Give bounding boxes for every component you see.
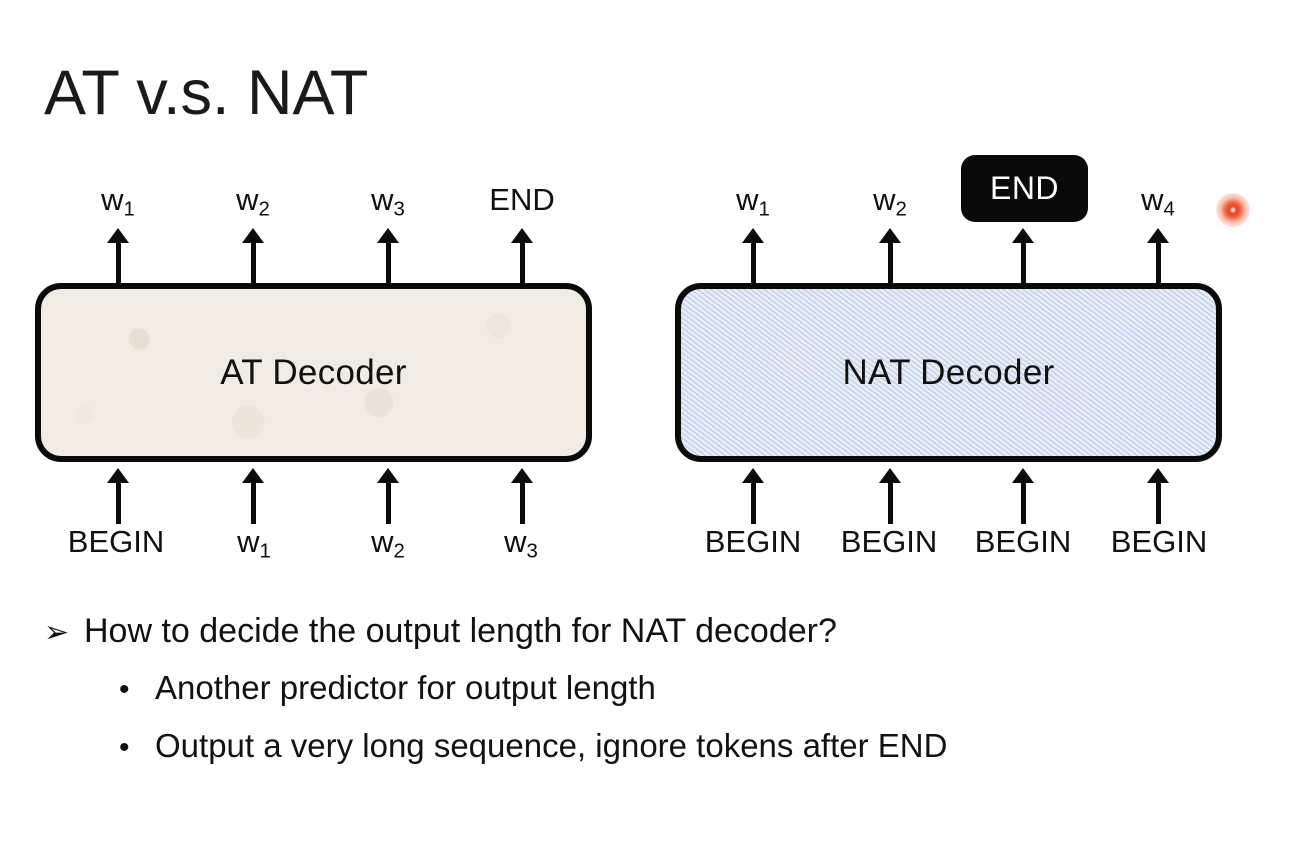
- bullet-level2-text-1: Another predictor for output length: [155, 669, 656, 707]
- at-output-token-2: w2: [236, 182, 270, 221]
- dot-bullet-marker-icon: •: [119, 673, 130, 707]
- nat-input-token-3: BEGIN: [974, 524, 1072, 559]
- at-input-arrow-1-icon: [107, 468, 129, 524]
- at-decoder-label: AT Decoder: [220, 352, 407, 392]
- nat-output-token-2: w2: [873, 182, 907, 221]
- at-decoder-box: AT Decoder: [35, 283, 592, 462]
- bullet-level1-text: How to decide the output length for NAT …: [84, 612, 837, 650]
- at-diagram: w1 w2 w3 END AT Decoder BEGIN w1 w2 w3: [35, 182, 592, 563]
- nat-diagram: w1 w2 w4 NAT Decoder BEGIN BEGIN BEGIN B…: [646, 0, 1292, 860]
- nat-output-arrow-2-icon: [879, 228, 901, 284]
- at-input-arrow-3-icon: [377, 468, 399, 524]
- nat-decoder-box: NAT Decoder: [675, 283, 1222, 462]
- bullet-list: ➢ How to decide the output length for NA…: [44, 612, 1224, 785]
- nat-input-arrow-4-icon: [1147, 468, 1169, 524]
- nat-input-arrow-2-icon: [879, 468, 901, 524]
- at-input-arrow-4-icon: [511, 468, 533, 524]
- nat-input-token-4: BEGIN: [1110, 524, 1208, 559]
- nat-output-arrow-1-icon: [742, 228, 764, 284]
- nat-input-arrow-1-icon: [742, 468, 764, 524]
- at-output-arrow-3-icon: [377, 228, 399, 284]
- nat-decoder-label: NAT Decoder: [842, 352, 1055, 392]
- at-output-token-4: END: [489, 182, 555, 217]
- bullet-item-level2-1: • Another predictor for output length: [44, 669, 1224, 707]
- nat-output-token-4: w4: [1141, 182, 1175, 221]
- at-output-token-3: w3: [371, 182, 405, 221]
- laser-pointer-dot-icon: [1216, 193, 1250, 227]
- at-output-arrow-2-icon: [242, 228, 264, 284]
- nat-output-arrow-3-icon: [1012, 228, 1034, 284]
- bullet-level2-text-2: Output a very long sequence, ignore toke…: [155, 727, 948, 765]
- nat-output-token-1: w1: [736, 182, 770, 221]
- arrow-bullet-marker-icon: ➢: [44, 616, 70, 649]
- at-input-arrow-2-icon: [242, 468, 264, 524]
- at-input-token-2: w1: [237, 524, 271, 563]
- end-highlight-badge: END: [961, 155, 1088, 222]
- at-output-token-1: w1: [101, 182, 135, 221]
- at-output-arrow-1-icon: [107, 228, 129, 284]
- at-input-token-1: BEGIN: [67, 524, 165, 559]
- at-output-arrow-4-icon: [511, 228, 533, 284]
- nat-input-arrow-3-icon: [1012, 468, 1034, 524]
- nat-input-token-2: BEGIN: [840, 524, 938, 559]
- end-badge-label: END: [989, 170, 1060, 206]
- page-title: AT v.s. NAT: [44, 58, 369, 128]
- bullet-item-level1: ➢ How to decide the output length for NA…: [44, 612, 1224, 651]
- bullet-item-level2-2: • Output a very long sequence, ignore to…: [44, 727, 1224, 765]
- nat-output-arrow-4-icon: [1147, 228, 1169, 284]
- at-input-token-3: w2: [371, 524, 405, 563]
- at-input-token-4: w3: [504, 524, 538, 563]
- dot-bullet-marker-icon: •: [119, 731, 130, 765]
- nat-input-token-1: BEGIN: [704, 524, 802, 559]
